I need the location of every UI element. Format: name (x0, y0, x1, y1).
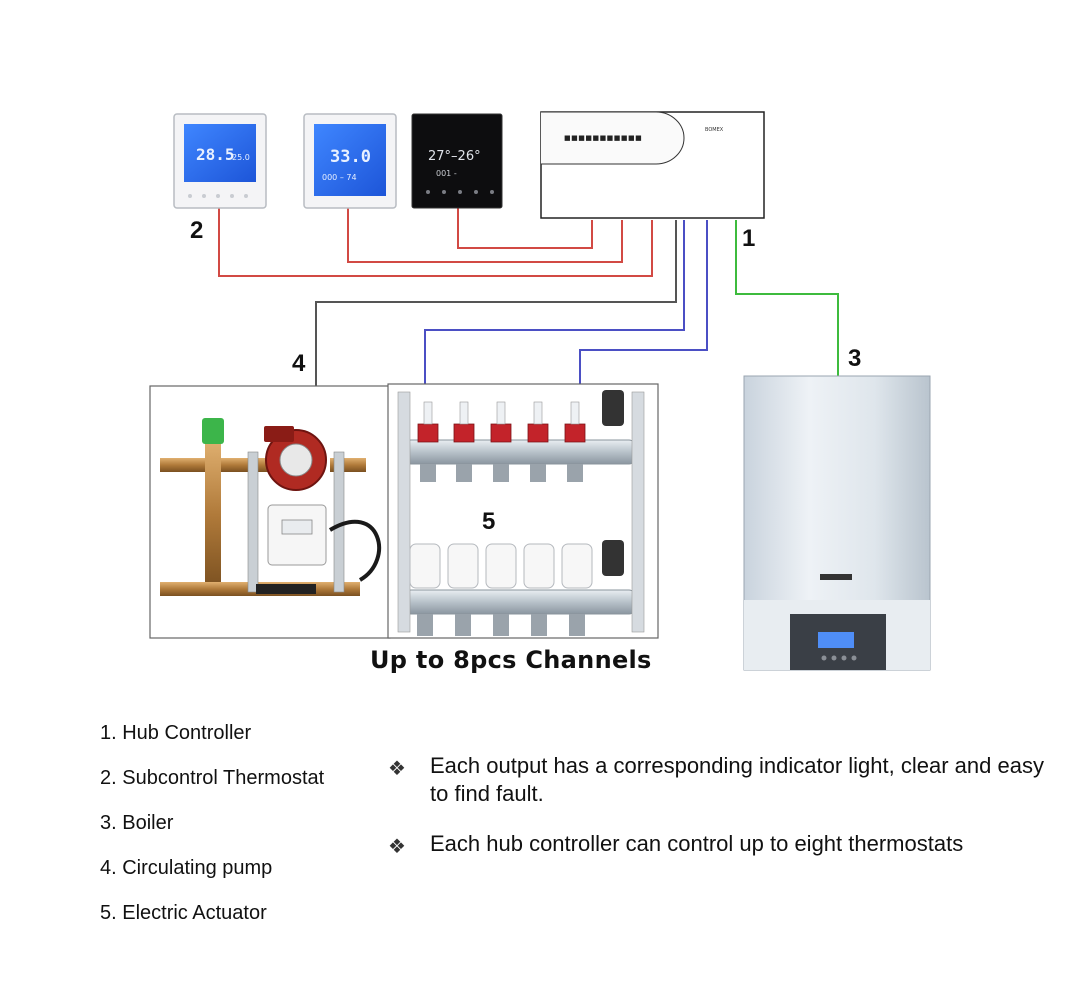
legend-item: 2. Subcontrol Thermostat (100, 767, 325, 789)
legend-item: 3. Boiler (100, 812, 174, 834)
four-diamond-icon: ❖ (388, 834, 406, 858)
thermostat-2-reading: 33.0 (330, 147, 371, 167)
feature-text: Each hub controller can control up to ei… (430, 831, 964, 856)
hub-controller (540, 111, 765, 219)
thermostat-2-screen (314, 124, 386, 196)
thermostat-1-label: 25.0 (232, 153, 250, 162)
wiring (218, 208, 839, 560)
gray-wire-pump (315, 220, 677, 408)
green-wire-boiler (735, 220, 839, 380)
four-diamond-icon: ❖ (388, 756, 406, 780)
label-hub-controller-number: 1 (742, 225, 756, 252)
manifold (387, 383, 659, 639)
thermostat-1-reading: 28.5 (196, 145, 235, 164)
legend-item: 4. Circulating pump (100, 857, 273, 879)
legend-item: 1. Hub Controller (100, 722, 252, 744)
boiler-display (818, 632, 854, 648)
thermostat-3-reading: 27°–26° (428, 149, 481, 164)
label-boiler-number: 3 (848, 345, 862, 372)
component-legend: 1. Hub Controller 2. Subcontrol Thermost… (100, 720, 324, 945)
legend-item: 5. Electric Actuator (100, 902, 267, 924)
thermostat-2-label: 000 – 74 (322, 173, 357, 182)
thermostat-3 (411, 113, 503, 209)
hub-brand: BOMEX (705, 127, 724, 133)
hub-indicator-lights: ■■■■■■■■■■■ (564, 134, 642, 142)
thermostat-2 (303, 113, 397, 209)
thermostat-1-screen (184, 124, 256, 182)
heating-system-diagram: 28.5 25.0 33.0 000 – 74 27°–26° 001 - ■■… (149, 111, 931, 671)
red-wire-thermostat-3 (457, 208, 593, 249)
feature-bullet: ❖ Each output has a corresponding indica… (388, 752, 1048, 808)
pump-assembly (149, 385, 391, 639)
pump-controller (267, 504, 327, 566)
thermostat-3-label: 001 - (436, 169, 457, 178)
red-wire-thermostat-2 (347, 208, 623, 263)
label-actuator-number: 5 (482, 508, 496, 535)
thermostat-1 (173, 113, 267, 209)
channels-caption: Up to 8pcs Channels (370, 646, 652, 674)
mixing-valve-knob (202, 418, 224, 444)
feature-bullets: ❖ Each output has a corresponding indica… (388, 752, 1048, 880)
feature-text: Each output has a corresponding indicato… (430, 753, 1044, 806)
boiler (743, 375, 931, 671)
feature-bullet: ❖ Each hub controller can control up to … (388, 830, 1048, 858)
red-wire-thermostat-1 (218, 208, 653, 277)
label-pump-number: 4 (292, 350, 306, 377)
label-thermostat-number: 2 (190, 217, 204, 244)
